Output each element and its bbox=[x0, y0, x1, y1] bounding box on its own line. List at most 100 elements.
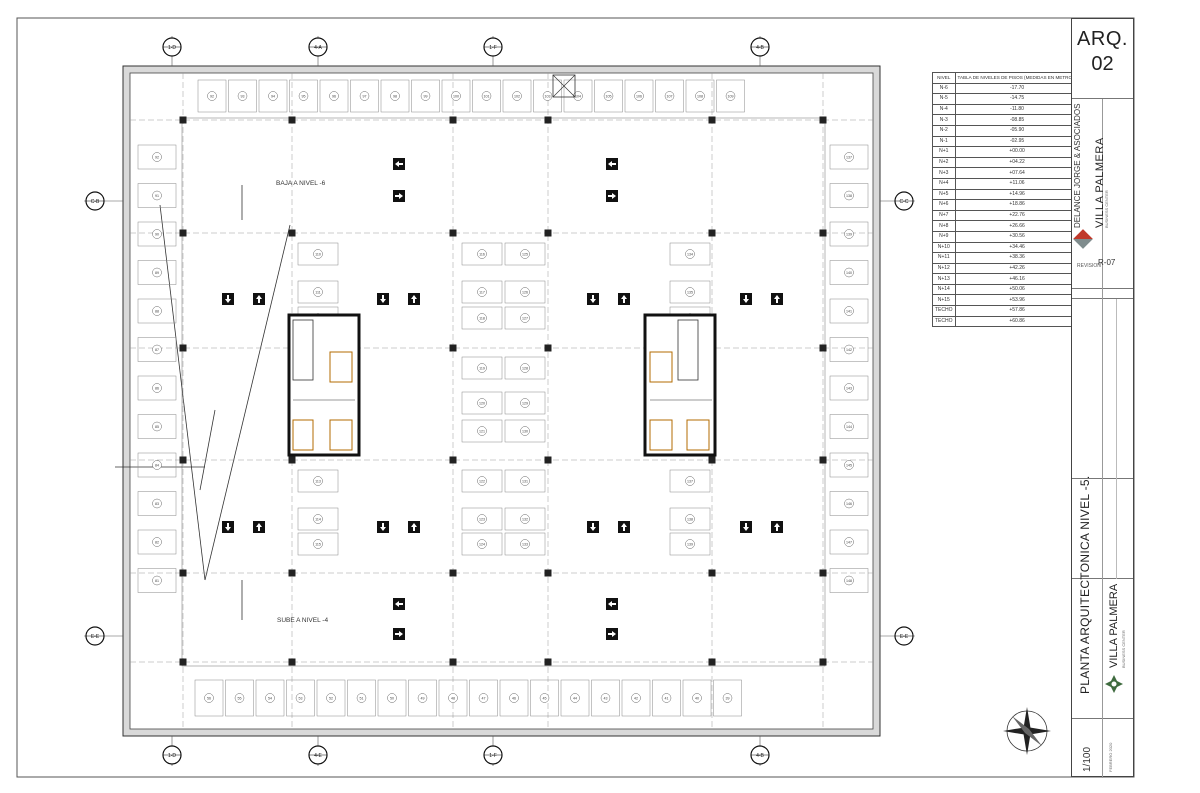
arrow-down-icon bbox=[587, 293, 599, 305]
ramp-down-label: BAJA A NIVEL -6 bbox=[276, 180, 326, 187]
level-elevation: -08.85 bbox=[954, 114, 1080, 126]
levels-header-level: NIVEL bbox=[932, 72, 956, 84]
parking-stall: 55 bbox=[225, 679, 254, 717]
svg-text:108: 108 bbox=[697, 95, 703, 99]
svg-text:92: 92 bbox=[155, 156, 159, 160]
svg-text:1-F: 1-F bbox=[489, 45, 497, 51]
project-sub-top: BUSINESS CENTER bbox=[1104, 190, 1109, 228]
svg-text:120: 120 bbox=[479, 402, 485, 406]
levels-row: N+12+42.26 bbox=[932, 262, 1080, 275]
levels-row: N+10+34.46 bbox=[932, 241, 1080, 254]
parking-stall: 50 bbox=[377, 679, 407, 717]
levels-row: N-3-08.85 bbox=[932, 114, 1080, 126]
svg-text:51: 51 bbox=[360, 697, 364, 701]
svg-text:94: 94 bbox=[271, 95, 275, 99]
column bbox=[288, 229, 296, 237]
svg-text:41: 41 bbox=[665, 697, 669, 701]
svg-text:95: 95 bbox=[302, 95, 306, 99]
grid-bubble: 1-D bbox=[162, 736, 182, 766]
parking-stall: 91 bbox=[137, 183, 177, 208]
grid-bubble: 4-E bbox=[308, 736, 328, 766]
parking-stall: 107 bbox=[655, 79, 684, 113]
arrow-down-icon bbox=[222, 521, 234, 533]
project-logo-icon bbox=[1105, 675, 1123, 693]
lane-outline bbox=[181, 117, 826, 667]
level-name: N+14 bbox=[932, 283, 956, 296]
svg-text:E-E: E-E bbox=[91, 634, 100, 640]
parking-stall: 86 bbox=[137, 375, 177, 401]
parking-stall: 85 bbox=[137, 414, 177, 439]
levels-row: N-5-14.75 bbox=[932, 93, 1080, 105]
level-elevation: -05.90 bbox=[954, 124, 1080, 137]
svg-text:119: 119 bbox=[479, 367, 485, 371]
arrow-up-icon bbox=[253, 521, 265, 533]
sheet-number-prefix: ARQ. bbox=[1077, 28, 1128, 50]
project-name-bottom: VILLA PALMERA bbox=[1108, 583, 1120, 668]
parking-stall: 143 bbox=[829, 375, 869, 401]
core-left bbox=[287, 313, 361, 457]
parking-stall: 83 bbox=[137, 491, 177, 516]
parking-stall: 56 bbox=[194, 679, 224, 717]
level-elevation: +00.00 bbox=[954, 146, 1080, 158]
svg-text:142: 142 bbox=[846, 348, 852, 352]
parking-stall: 46 bbox=[499, 679, 529, 717]
parking-stall: 92 bbox=[197, 79, 227, 113]
column bbox=[179, 658, 187, 666]
parking-stall: 113 bbox=[297, 469, 339, 493]
parking-stall: 44 bbox=[560, 679, 590, 717]
column bbox=[288, 658, 296, 666]
svg-text:131: 131 bbox=[522, 480, 528, 484]
svg-text:87: 87 bbox=[155, 348, 159, 352]
svg-text:91: 91 bbox=[155, 194, 159, 198]
svg-text:135: 135 bbox=[687, 291, 693, 295]
project-sub-bottom: BUSINESS CENTER bbox=[1121, 630, 1126, 668]
arrow-up-icon bbox=[771, 293, 783, 305]
svg-text:96: 96 bbox=[332, 95, 336, 99]
parking-stall: 125 bbox=[504, 242, 546, 266]
level-name: TECHO bbox=[932, 305, 956, 317]
column bbox=[819, 569, 827, 577]
sheet-frame bbox=[16, 17, 1135, 778]
svg-text:117: 117 bbox=[479, 291, 485, 295]
column bbox=[544, 569, 552, 577]
column bbox=[449, 456, 457, 464]
parking-stall: 42 bbox=[621, 679, 651, 717]
arrow-up-icon bbox=[618, 521, 630, 533]
levels-row: N-2-05.90 bbox=[932, 124, 1080, 137]
levels-row: TECHO+57.86 bbox=[932, 305, 1080, 317]
arrow-up-icon bbox=[618, 293, 630, 305]
grid-bubble: 1-F bbox=[483, 36, 503, 66]
scale-value: 1/100 bbox=[1082, 746, 1093, 772]
column bbox=[708, 658, 716, 666]
parking-stall: 138 bbox=[829, 183, 869, 208]
level-name: N+9 bbox=[932, 230, 956, 243]
parking-stall: 131 bbox=[504, 469, 546, 493]
levels-table: NIVEL TABLA DE NIVELES DE PISOS (MEDIDAS… bbox=[932, 72, 1080, 328]
arrow-up-icon bbox=[771, 521, 783, 533]
parking-stall: 53 bbox=[286, 679, 315, 717]
column bbox=[819, 658, 827, 666]
svg-text:128: 128 bbox=[522, 367, 528, 371]
parking-stall: 49 bbox=[408, 679, 437, 717]
svg-text:104: 104 bbox=[575, 95, 581, 99]
north-arrow-icon bbox=[1003, 707, 1051, 755]
svg-text:140: 140 bbox=[846, 271, 852, 275]
svg-text:84: 84 bbox=[155, 464, 159, 468]
svg-text:1-D: 1-D bbox=[168, 753, 176, 759]
svg-text:111: 111 bbox=[315, 291, 320, 295]
svg-text:105: 105 bbox=[606, 95, 612, 99]
svg-text:88: 88 bbox=[155, 310, 159, 314]
parking-stall: 89 bbox=[137, 260, 177, 285]
svg-text:85: 85 bbox=[155, 425, 159, 429]
parking-stall: 148 bbox=[829, 568, 869, 593]
arrow-right-icon bbox=[606, 190, 618, 202]
level-elevation: +50.06 bbox=[954, 283, 1080, 296]
svg-text:53: 53 bbox=[299, 697, 303, 701]
svg-text:129: 129 bbox=[522, 402, 528, 406]
level-name: N-6 bbox=[932, 82, 956, 95]
parking-stall: 84 bbox=[137, 452, 177, 478]
parking-stall: 123 bbox=[461, 507, 503, 531]
svg-text:89: 89 bbox=[155, 271, 159, 275]
column bbox=[179, 116, 187, 124]
column bbox=[819, 116, 827, 124]
